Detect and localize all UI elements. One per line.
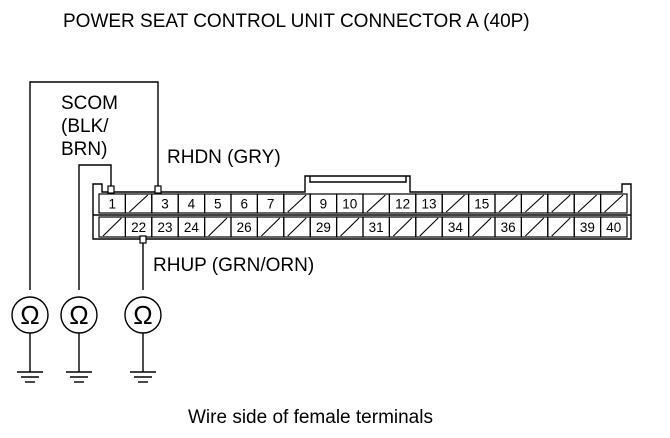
terminal-number-15: 15 [474, 197, 489, 212]
unused-terminal-slash [340, 217, 360, 237]
unused-terminal-slash [208, 217, 228, 237]
scom-label-line-3: BRN) [61, 139, 107, 160]
unused-terminal-slash [525, 194, 545, 213]
terminal-cell-bottom-20 [599, 216, 628, 238]
unused-terminal-slash [419, 217, 439, 237]
terminal-number-31: 31 [369, 220, 384, 235]
terminal-number-22: 22 [131, 220, 146, 235]
terminal-number-12: 12 [395, 197, 410, 212]
unused-terminal-slash [445, 194, 465, 213]
terminal-number-1: 1 [108, 197, 116, 212]
terminal-number-24: 24 [184, 220, 200, 235]
rhup-label: RHUP (GRN/ORN) [153, 255, 314, 276]
terminal-number-7: 7 [267, 197, 275, 212]
ground-symbol-3 [130, 333, 156, 383]
ohm-symbol: Ω [20, 300, 39, 330]
unused-terminal-slash [551, 194, 571, 213]
diagram-title: POWER SEAT CONTROL UNIT CONNECTOR A (40P… [63, 11, 530, 32]
terminal-number-6: 6 [240, 197, 248, 212]
connector-outline [92, 175, 632, 240]
diagram-caption: Wire side of female terminals [188, 407, 433, 428]
terminal-number-29: 29 [316, 220, 331, 235]
rhdn-label: RHDN (GRY) [167, 147, 281, 168]
unused-terminal-slash [472, 217, 492, 237]
terminal-number-34: 34 [448, 220, 464, 235]
scom-label: SCOM (BLK/ BRN) [61, 93, 123, 160]
scom-label-line-1: SCOM [61, 93, 118, 114]
terminal-cell-top-20 [599, 193, 628, 214]
unused-terminal-slash [393, 217, 413, 237]
unused-terminal-slash [366, 194, 386, 213]
unused-terminal-slash [525, 217, 545, 237]
probe-wires [29, 81, 159, 290]
ohmmeter-3: Ω [124, 296, 162, 334]
unused-terminal-slash [498, 194, 518, 213]
terminal-number-36: 36 [501, 220, 516, 235]
terminal-number-40: 40 [606, 220, 621, 235]
unused-terminal-slash [287, 217, 307, 237]
terminal-number-5: 5 [214, 197, 222, 212]
ground-symbol-2 [66, 333, 92, 383]
ground-symbol-1 [17, 333, 43, 383]
probe-tip-pin-1 [107, 185, 115, 194]
connector-lock-tab [309, 176, 407, 183]
ohmmeter-2: Ω [60, 296, 98, 334]
terminal-number-23: 23 [157, 220, 172, 235]
unused-terminal-slash [287, 194, 307, 213]
terminal-number-3: 3 [161, 197, 169, 212]
terminal-number-9: 9 [320, 197, 328, 212]
terminal-number-26: 26 [237, 220, 252, 235]
terminal-number-10: 10 [342, 197, 357, 212]
scom-label-line-2: (BLK/ [61, 116, 109, 137]
terminal-number-39: 39 [580, 220, 595, 235]
probe-tip-pin-3 [154, 185, 162, 194]
unused-terminal-slash [551, 217, 571, 237]
terminal-number-4: 4 [188, 197, 196, 212]
ohm-symbol: Ω [133, 300, 152, 330]
probe-tip-pin-22 [139, 235, 147, 244]
unused-terminal-slash [261, 217, 281, 237]
unused-terminal-slash [577, 194, 597, 213]
unused-terminal-slash [129, 194, 149, 213]
ohm-symbol: Ω [69, 300, 88, 330]
ohmmeter-1: Ω [11, 296, 49, 334]
unused-terminal-slash [102, 217, 122, 237]
terminal-number-13: 13 [421, 197, 436, 212]
unused-terminal-slash [604, 194, 624, 213]
